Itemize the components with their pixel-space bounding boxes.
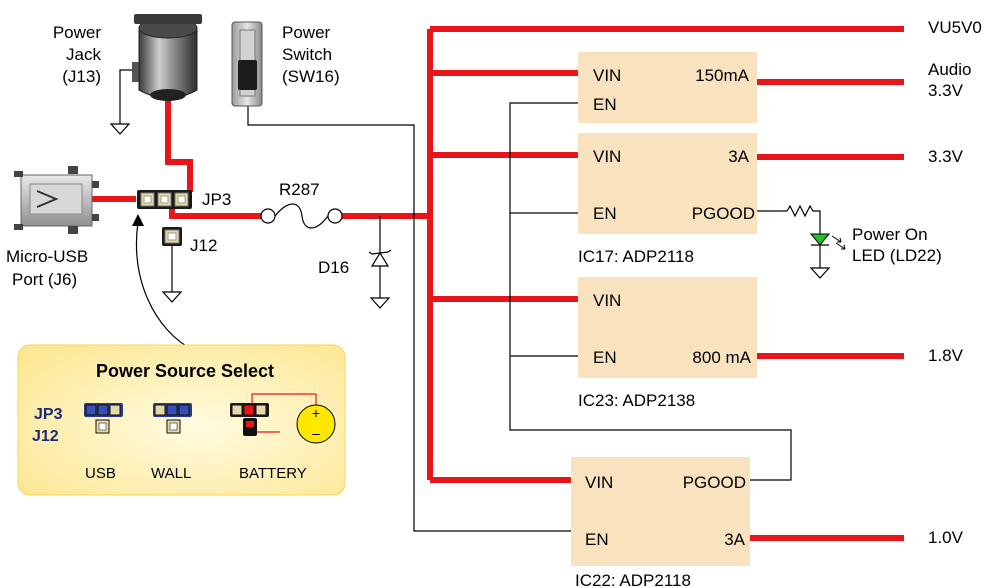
battery-jumper-icon — [230, 393, 317, 436]
diode-d16-icon — [368, 249, 392, 267]
svg-text:LED (LD22): LED (LD22) — [852, 246, 942, 265]
jack-ground-wire — [119, 69, 132, 124]
pin-current: 800 mA — [692, 348, 751, 367]
ground-symbols — [109, 123, 831, 309]
power-switch-label: Power Switch (SW16) — [282, 23, 340, 86]
jp3-to-fuse-rail — [169, 206, 262, 219]
jack-to-jp3-rail — [165, 98, 193, 192]
power-switch-icon — [231, 21, 263, 107]
ground-icon — [809, 267, 831, 279]
panel-j12-label: J12 — [32, 428, 59, 445]
pin-pgood: PGOOD — [692, 204, 755, 223]
pin-en: EN — [585, 530, 609, 549]
panel-title: Power Source Select — [96, 361, 274, 381]
wall-jumper-icon — [153, 403, 192, 434]
j12-header-icon — [162, 227, 182, 246]
usb-jumper-icon — [84, 403, 123, 434]
pin-current: 3A — [724, 530, 745, 549]
ic22-regulator: VIN PGOOD EN 3A — [571, 457, 750, 566]
pin-vin: VIN — [585, 473, 613, 492]
svg-text:Audio: Audio — [928, 60, 971, 79]
j12-label: J12 — [190, 236, 217, 255]
power-rails — [92, 26, 904, 541]
resistor-icon — [786, 204, 816, 218]
panel-jp3-label: JP3 — [34, 406, 63, 423]
option-battery-label: BATTERY — [239, 465, 307, 482]
led-label: Power On LED (LD22) — [852, 225, 942, 265]
output-audio-label: Audio 3.3V — [928, 60, 971, 100]
output-3v3-label: 3.3V — [928, 147, 964, 166]
pin-en: EN — [593, 204, 617, 223]
option-usb-label: USB — [85, 465, 116, 482]
battery-plus: + — [312, 405, 320, 421]
output-1v0-label: 1.0V — [928, 528, 964, 547]
ic17-name: IC17: ADP2118 — [578, 247, 694, 266]
pin-en: EN — [593, 95, 617, 114]
en-bus-wire — [509, 102, 792, 481]
ic17-regulator: VIN 3A EN PGOOD — [578, 133, 757, 234]
output-1v8-label: 1.8V — [928, 346, 964, 365]
power-source-select-panel: Power Source Select JP3 J12 — [17, 344, 346, 496]
ic23-name: IC23: ADP2138 — [578, 391, 695, 410]
led-icon — [809, 233, 846, 250]
signal-wires — [119, 69, 821, 532]
pin-vin: VIN — [593, 66, 621, 85]
ground-icon — [161, 291, 183, 303]
svg-text:3.3V: 3.3V — [928, 81, 964, 100]
ground-icon — [369, 297, 391, 309]
fuse-r287-icon — [260, 203, 343, 229]
svg-text:Power: Power — [282, 23, 331, 42]
svg-text:(SW16): (SW16) — [282, 67, 340, 86]
jp3-header-icon — [137, 190, 192, 209]
svg-text:Micro-USB: Micro-USB — [6, 247, 88, 266]
ic22-name: IC22: ADP2118 — [575, 571, 691, 588]
svg-text:Power On: Power On — [852, 225, 928, 244]
micro-usb-label: Micro-USB Port (J6) — [6, 247, 88, 289]
r287-label: R287 — [279, 180, 320, 199]
pin-pgood: PGOOD — [683, 473, 746, 492]
pin-en: EN — [593, 348, 617, 367]
ground-icon — [109, 123, 131, 135]
svg-text:Switch: Switch — [282, 45, 332, 64]
pgood-led-wire — [757, 210, 821, 234]
jp3-label: JP3 — [202, 190, 231, 209]
switch-en-wire — [247, 104, 571, 532]
curved-arrow-icon — [132, 214, 194, 351]
d16-label: D16 — [318, 258, 349, 277]
pin-vin: VIN — [593, 147, 621, 166]
power-jack-icon — [132, 14, 202, 101]
battery-icon: + – — [296, 404, 336, 444]
option-wall-label: WALL — [151, 465, 191, 482]
battery-minus: – — [312, 425, 320, 441]
output-vu5v0-label: VU5V0 — [928, 18, 982, 37]
pin-current: 3A — [728, 147, 749, 166]
ic23-regulator: VIN EN 800 mA — [578, 277, 757, 378]
pin-current: 150mA — [695, 66, 750, 85]
svg-text:(J13): (J13) — [62, 67, 101, 86]
svg-text:Power: Power — [53, 23, 102, 42]
svg-text:Jack: Jack — [66, 45, 101, 64]
pin-vin: VIN — [593, 291, 621, 310]
svg-text:Port (J6): Port (J6) — [12, 270, 77, 289]
micro-usb-icon — [14, 166, 99, 234]
power-jack-label: Power Jack (J13) — [53, 23, 102, 86]
audio-regulator: VIN 150mA EN — [578, 52, 757, 123]
